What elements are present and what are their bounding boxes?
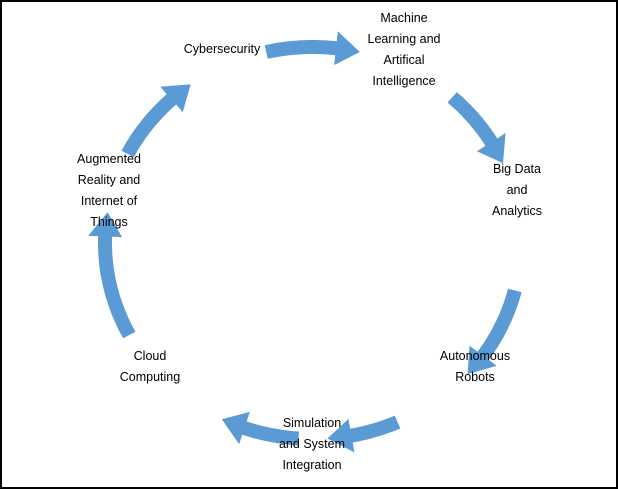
- node-line: Artifical: [383, 53, 425, 67]
- node-autonomous-robots: Autonomous Robots: [420, 346, 530, 388]
- node-line: Augmented: [77, 152, 141, 166]
- node-line: Internet of: [80, 194, 138, 208]
- arrow-ml-to-bigdata: [447, 92, 506, 164]
- arrow-robots-to-simulation: [327, 415, 401, 453]
- arrow-cybersecurity-to-ml: [264, 31, 360, 66]
- node-line: Simulation: [282, 416, 342, 430]
- node-machine-learning: Machine Learning and Artifical Intellige…: [334, 8, 474, 92]
- node-line: Analytics: [491, 204, 543, 218]
- node-line: Machine: [380, 11, 428, 25]
- node-line: Reality and: [77, 173, 141, 187]
- node-line: Things: [90, 215, 128, 229]
- node-simulation: Simulation and System Integration: [247, 413, 377, 476]
- node-line: Autonomous: [439, 349, 511, 363]
- node-line: Intelligence: [372, 74, 436, 88]
- node-cybersecurity: Cybersecurity: [162, 39, 282, 60]
- node-line: and: [506, 183, 528, 197]
- node-line: Learning and: [367, 32, 441, 46]
- node-line: Big Data: [493, 162, 541, 176]
- node-line: Computing: [119, 370, 181, 384]
- arrow-ar-to-cybersecurity: [121, 84, 191, 158]
- arrow-bigdata-to-robots: [467, 288, 522, 375]
- arrow-simulation-to-cloud: [221, 411, 299, 446]
- node-line: and System: [278, 437, 345, 451]
- node-augmented-reality-iot: Augmented Reality and Internet of Things: [54, 149, 164, 233]
- node-big-data: Big Data and Analytics: [467, 159, 567, 222]
- node-line: Robots: [455, 370, 495, 384]
- node-line: Cloud: [133, 349, 167, 363]
- node-line: Cybersecurity: [183, 42, 261, 56]
- node-line: Integration: [282, 458, 342, 472]
- node-cloud-computing: Cloud Computing: [108, 346, 192, 388]
- arrow-cloud-to-ar: [88, 212, 136, 339]
